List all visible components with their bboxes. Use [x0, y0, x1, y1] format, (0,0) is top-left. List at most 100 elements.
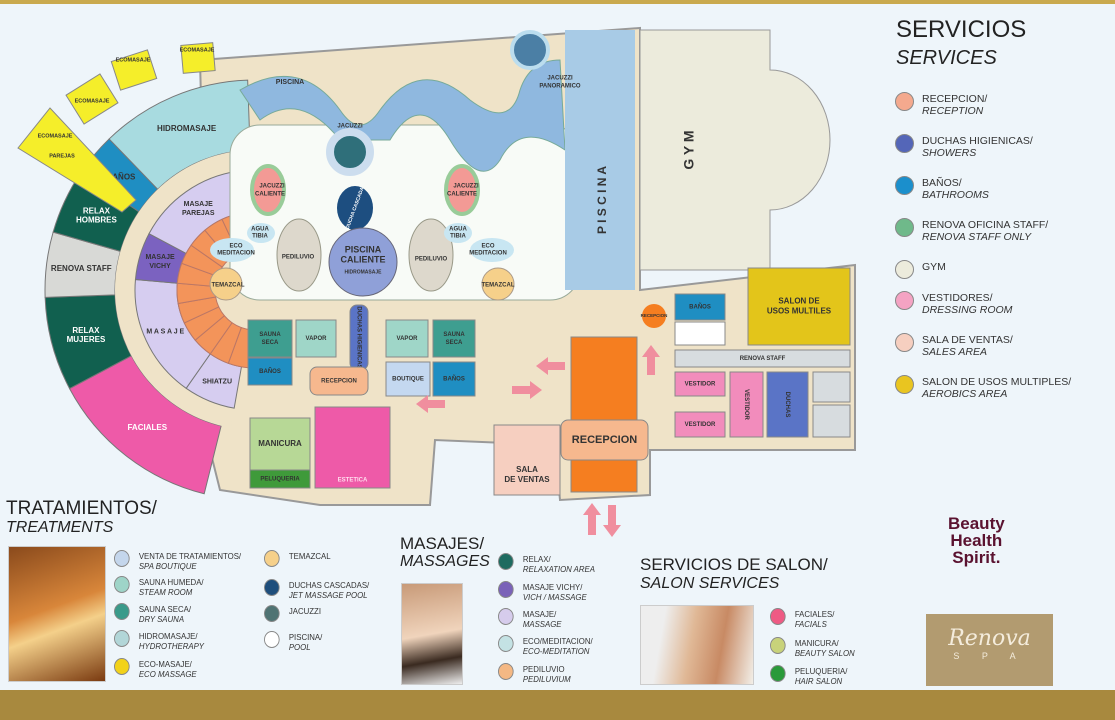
legend-text: GYM	[922, 261, 946, 273]
estetica-room-label: ESTETICA	[338, 478, 368, 484]
recepcion-spa-label: RECEPCION	[321, 379, 357, 385]
ring-label: HOMBRES	[76, 216, 118, 225]
sala-de-ventas	[493, 424, 561, 496]
ecomasaje-rooms: ECOMASAJE ECOMASAJE ECOMASAJE ECOMASAJE …	[17, 42, 216, 213]
legend-es: PISCINA/	[288, 632, 323, 642]
legend-en: POOL	[288, 642, 311, 652]
sauna-seca-room	[432, 319, 476, 358]
pediluvio	[408, 218, 454, 292]
legend-en: STEAM ROOM	[138, 587, 193, 597]
ring-label: SHIATZU	[202, 378, 232, 385]
legend-item: RECEPCION/RECEPTION	[895, 92, 987, 117]
legend-swatch-icon	[498, 581, 514, 598]
vestidor-room-label: VESTIDOR	[685, 382, 716, 388]
boutique-room	[385, 361, 431, 397]
hidromasaje-label: HIDROMASAJE	[345, 269, 383, 275]
recepcion-gym-label: RECEPCION	[641, 313, 668, 318]
sala-de-ventas-label: DE VENTAS	[504, 475, 550, 484]
vestidor-room	[674, 411, 726, 438]
agua-tibia-label: AGUA	[449, 227, 467, 233]
pediluvio	[276, 218, 322, 292]
salon-usos-multiples-label: SALON DE	[778, 297, 820, 306]
legend-text: JACUZZI	[289, 606, 321, 616]
peluqueria-room	[249, 469, 311, 489]
massages-subtitle: MASSAGES	[400, 553, 490, 570]
legend-es: DUCHAS CASCADAS/	[288, 580, 370, 590]
legend-swatch-icon	[264, 631, 280, 648]
ecomasaje-label: ECOMASAJE	[38, 133, 73, 139]
legend-text: HIDROMASAJE/HYDROTHERAPY	[139, 631, 204, 651]
legend-text: DUCHAS HIGIENICAS/SHOWERS	[922, 135, 1033, 159]
massage-photo	[401, 583, 463, 685]
legend-item: VENTA DE TRATAMIENTOS/SPA BOUTIQUE	[114, 550, 241, 571]
legend-swatch-icon	[770, 637, 786, 654]
legend-item: GYM	[895, 260, 946, 279]
legend-swatch-icon	[114, 603, 130, 620]
legend-es: BAÑOS/	[922, 177, 962, 189]
legend-es: SALON DE USOS MULTIPLES/	[922, 376, 1072, 388]
jacuzzi-panoramico	[510, 30, 550, 70]
treatment-photo	[8, 546, 106, 682]
legend-es: SALA DE VENTAS/	[922, 334, 1013, 346]
legend-swatch-icon	[895, 92, 914, 111]
legend-text: PISCINA/POOL	[289, 632, 322, 652]
banos-staff	[674, 293, 726, 321]
ring-label: MASAJE	[145, 254, 175, 261]
legend-swatch-icon	[895, 134, 914, 153]
legend-es: PEDILUVIO	[522, 664, 565, 674]
ring-label: MASAJE	[184, 201, 214, 208]
legend-en: SPA BOUTIQUE	[138, 561, 197, 571]
legend-en: HYDROTHERAPY	[138, 641, 205, 651]
eco-meditacion-label: MEDITACION	[469, 251, 507, 257]
legend-item: JACUZZI	[264, 605, 321, 622]
legend-swatch-icon	[895, 218, 914, 237]
estetica-room	[314, 406, 391, 489]
jacuzzi-caliente-label: CALIENTE	[255, 192, 285, 198]
legend-en: SHOWERS	[922, 147, 977, 159]
legend-swatch-icon	[264, 605, 280, 622]
legend-es: VENTA DE TRATAMIENTOS/	[138, 551, 242, 561]
eco-meditacion	[210, 238, 254, 262]
salon-photo	[640, 605, 754, 685]
ring-label: FACIALES	[127, 423, 167, 432]
legend-item: SAUNA SECA/DRY SAUNA	[114, 603, 191, 624]
legend-swatch-icon	[895, 375, 914, 394]
parejas-label: PAREJAS	[49, 153, 75, 159]
agua-tibia-label: TIBIA	[252, 234, 268, 240]
salon-title: SERVICIOS DE SALON/	[640, 555, 828, 574]
vestidor-room-label: VESTIDOR	[685, 422, 716, 428]
legend-swatch-icon	[895, 260, 914, 279]
legend-item: RENOVA OFICINA STAFF/RENOVA STAFF ONLY	[895, 218, 1048, 243]
salon-usos-multiples	[747, 267, 851, 346]
bottom-band	[0, 690, 1115, 720]
legend-en: RELAXATION AREA	[522, 564, 595, 574]
legend-item: HIDROMASAJE/HYDROTHERAPY	[114, 630, 204, 651]
legend-text: SAUNA SECA/DRY SAUNA	[139, 604, 191, 624]
massages-title: MASAJES/	[400, 534, 485, 553]
vapor-room-label: VAPOR	[306, 336, 328, 342]
banos-staff-label: BAÑOS	[689, 304, 711, 311]
legend-swatch-icon	[498, 553, 514, 570]
duchas-higienicas-label: DUCHAS HIGIENICAS	[355, 306, 361, 368]
ring-label: RELAX	[83, 207, 111, 216]
eco-meditacion-label: ECO	[481, 244, 494, 250]
agua-tibia	[247, 223, 275, 243]
piscina-label: PISCINA	[276, 79, 304, 86]
reception-hall	[570, 336, 638, 493]
pediluvio-label: PEDILUVIO	[282, 255, 315, 261]
piscina-caliente	[328, 227, 398, 297]
ring-label: PAREJAS	[182, 210, 215, 217]
slogan-health: Health	[950, 531, 1003, 550]
recepcion-main-label: RECEPCION	[572, 434, 637, 446]
legend-es: GYM	[922, 261, 946, 273]
direction-arrows	[416, 345, 660, 537]
logo-text: Renova	[948, 626, 1031, 651]
peluqueria-room-label: PELUQUERIA	[260, 477, 300, 483]
legend-text: PELUQUERIA/HAIR SALON	[795, 666, 848, 686]
legend-es: HIDROMASAJE/	[138, 631, 198, 641]
legend-en: SALES AREA	[922, 346, 987, 358]
legend-item: DUCHAS CASCADAS/JET MASSAGE POOL	[264, 579, 370, 600]
legend-text: VENTA DE TRATAMIENTOS/SPA BOUTIQUE	[139, 551, 241, 571]
ecomasaje-label: ECOMASAJE	[180, 47, 215, 53]
